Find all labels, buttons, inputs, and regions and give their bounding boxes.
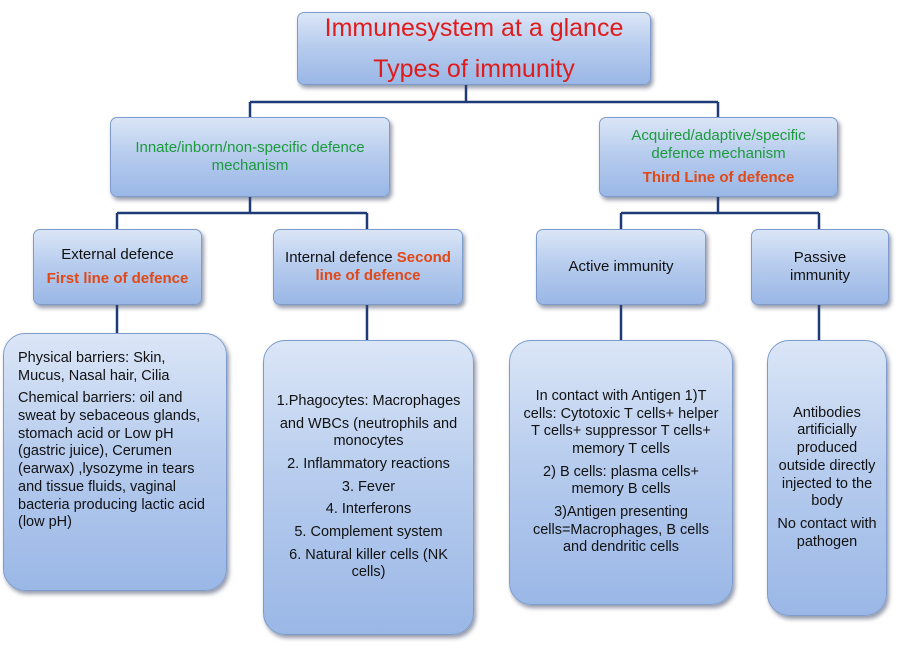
internal-label: Internal defence Second line of defence xyxy=(284,249,452,286)
root-box: Immunesystem at a glance Types of immuni… xyxy=(297,12,651,85)
internal-item: 3. Fever xyxy=(341,478,396,495)
acquired-label: Acquired/adaptive/specific defence mecha… xyxy=(631,127,806,163)
third-line-label: Third Line of defence xyxy=(642,168,795,186)
passive-details-box: Antibodies artificially produced outside… xyxy=(767,340,887,616)
internal-item: 4. Interferons xyxy=(325,501,412,518)
acquired-box: Acquired/adaptive/specific defence mecha… xyxy=(599,117,838,197)
active-item: In contact with Antigen 1)T cells: Cytot… xyxy=(523,387,719,457)
internal-item: 5. Complement system xyxy=(294,524,443,541)
passive-item: No contact with pathogen xyxy=(777,515,877,550)
chemical-barriers-text: Chemical barriers: oil and sweat by seba… xyxy=(18,390,205,531)
internal-title: Internal defence xyxy=(285,248,393,266)
physical-barriers-text: Physical barriers: Skin, Mucus, Nasal ha… xyxy=(18,350,170,384)
external-details-box: Physical barriers: Skin, Mucus, Nasal ha… xyxy=(3,333,227,591)
active-label: Active immunity xyxy=(568,257,674,275)
passive-box: Passive immunity xyxy=(751,229,889,305)
internal-item: 2. Inflammatory reactions xyxy=(287,455,450,472)
external-label: External defence xyxy=(61,246,174,264)
active-item: 2) B cells: plasma cells+ memory B cells xyxy=(543,463,699,498)
active-item: 3)Antigen presenting cells=Macrophages, … xyxy=(532,504,710,556)
diagram-title: Immunesystem at a glance xyxy=(324,14,624,42)
innate-label: Innate/inborn/non-specific defence mecha… xyxy=(135,138,365,174)
internal-details-box: 1.Phagocytes: Macrophages and WBCs (neut… xyxy=(263,340,474,635)
external-box: External defence First line of defence xyxy=(33,229,202,305)
internal-item: 1.Phagocytes: Macrophages xyxy=(276,392,461,409)
internal-item: 6. Natural killer cells (NK cells) xyxy=(289,546,448,581)
internal-box: Internal defence Second line of defence xyxy=(273,229,463,305)
innate-box: Innate/inborn/non-specific defence mecha… xyxy=(110,117,390,197)
passive-item: Antibodies artificially produced outside… xyxy=(778,404,876,510)
active-details-box: In contact with Antigen 1)T cells: Cytot… xyxy=(509,340,733,605)
active-box: Active immunity xyxy=(536,229,706,305)
diagram-subtitle: Types of immunity xyxy=(373,54,575,83)
first-line-label: First line of defence xyxy=(46,269,189,287)
second-line-label: Second line of defence xyxy=(315,248,451,284)
internal-item: and WBCs (neutrophils and monocytes xyxy=(279,415,458,450)
passive-label: Passive immunity xyxy=(789,248,850,284)
